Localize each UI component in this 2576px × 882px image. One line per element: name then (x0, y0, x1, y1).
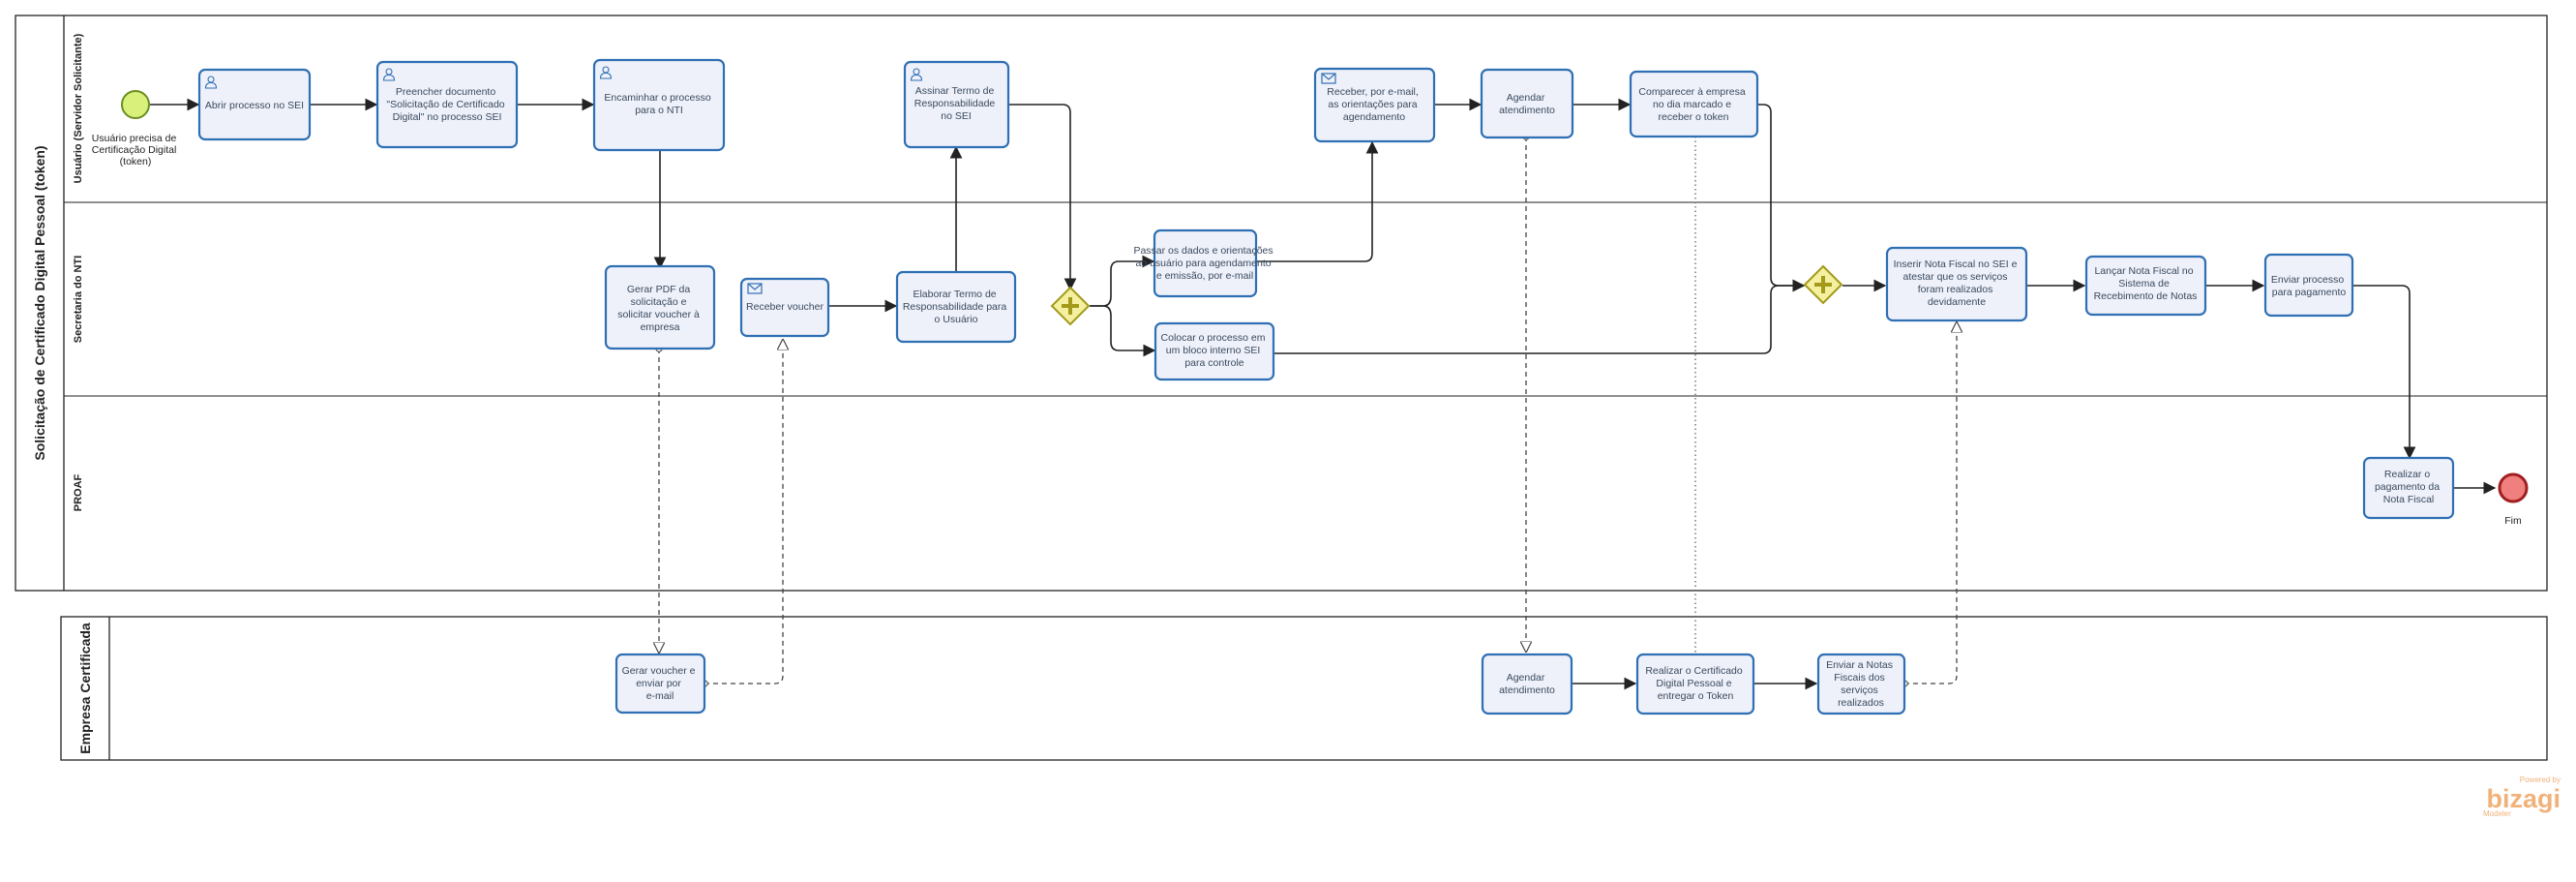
svg-text:Abrir processo no SEI: Abrir processo no SEI (205, 100, 304, 111)
svg-text:Gerar PDF da solicitação: Gerar PDF da solicitação e solicitar vou… (617, 284, 703, 333)
svg-text:Realizar o Certificado D: Realizar o Certificado Digital Pessoal e… (1645, 665, 1745, 702)
start-event-label: Usuário precisa de Certificação Digital … (92, 133, 179, 167)
bizagi-logo: Powered by bizagi Modeler (2483, 776, 2561, 818)
svg-text:Comparecer à empresa no: Comparecer à empresa no dia marcado e re… (1638, 86, 1748, 123)
lane-proaf-label: PROAF (73, 473, 84, 511)
task-passar-dados: Passar os dados e orientações ao usuário… (1133, 228, 1275, 298)
svg-text:bizagi: bizagi (2486, 784, 2561, 813)
task-gerar-voucher: Gerar voucher e enviar por e-mail (614, 653, 706, 715)
user-icon (382, 68, 396, 81)
task-realizar-pagamento: Realizar o pagamento da Nota Fiscal (2362, 456, 2455, 520)
svg-text:Enviar processo para pag: Enviar processo para pagamento (2271, 274, 2347, 298)
task-elaborar-termo: Elaborar Termo de Responsabilidade para … (895, 270, 1017, 344)
svg-text:Receber, por e-mail, as: Receber, por e-mail, as orientações para… (1327, 86, 1421, 123)
lane-secretaria-label: Secretaria do NTI (73, 256, 84, 343)
svg-text:Realizar o pagamento da: Realizar o pagamento da Nota Fiscal (2375, 469, 2442, 505)
task-receber-voucher: Receber voucher (739, 277, 830, 338)
task-encaminhar-processo: Encaminhar o processo para o NTI (592, 58, 726, 152)
task-assinar-termo: Assinar Termo de Responsabilidade no SEI (903, 60, 1010, 149)
lane-usuario-label: Usuário (Servidor Solicitante) (73, 33, 84, 183)
svg-text:Encaminhar o processo pa: Encaminhar o processo para o NTI (604, 92, 713, 116)
user-icon (204, 76, 218, 89)
task-receber-email: Receber, por e-mail, as orientações para… (1313, 67, 1436, 143)
task-gerar-pdf: Gerar PDF da solicitação e solicitar vou… (604, 264, 716, 350)
svg-text:Lançar Nota Fiscal no Si: Lançar Nota Fiscal no Sistema de Recebim… (2094, 265, 2198, 302)
svg-text:Powered by: Powered by (2520, 776, 2561, 784)
svg-text:Enviar a Notas Fiscais d: Enviar a Notas Fiscais dos serviços real… (1826, 659, 1896, 709)
end-event: Fim (2498, 472, 2529, 527)
parallel-gateway-join (1803, 264, 1843, 305)
task-comparecer-empresa: Comparecer à empresa no dia marcado e re… (1629, 70, 1759, 138)
svg-text:Colocar o processo em um: Colocar o processo em um bloco interno S… (1161, 332, 1269, 369)
end-event-label: Fim (2504, 515, 2522, 527)
user-icon (910, 68, 923, 81)
envelope-icon (747, 283, 763, 294)
task-agendar-atendimento-empresa: Agendar atendimento (1481, 653, 1573, 715)
task-lancar-nota: Lançar Nota Fiscal no Sistema de Recebim… (2084, 255, 2207, 317)
svg-text:Agendar atendimento: Agendar atendimento (1499, 92, 1555, 116)
external-pool: Empresa Certificada (60, 616, 2548, 761)
message-flows (659, 137, 1957, 684)
envelope-icon (1321, 73, 1336, 84)
main-pool-title: Solicitação de Certificado Digital Pesso… (32, 145, 47, 460)
task-enviar-pagamento: Enviar processo para pagamento (2263, 253, 2354, 318)
svg-text:Agendar atendimento: Agendar atendimento (1499, 672, 1555, 696)
svg-text:Elaborar Termo de Respon: Elaborar Termo de Responsabilidade para … (903, 289, 1009, 325)
svg-text:Preencher documento "Sol: Preencher documento "Solicitação de Cert… (386, 86, 507, 123)
task-abrir-processo: Abrir processo no SEI (197, 68, 312, 141)
task-colocar-bloco: Colocar o processo em um bloco interno S… (1153, 321, 1275, 381)
external-pool-title: Empresa Certificada (77, 623, 93, 754)
parallel-gateway-split (1050, 286, 1091, 326)
sequence-flows (150, 98, 2497, 690)
task-agendar-atendimento-usuario: Agendar atendimento (1480, 68, 1574, 139)
start-event: Usuário precisa de Certificação Digital … (92, 90, 179, 167)
task-inserir-nota: Inserir Nota Fiscal no SEI e atestar que… (1885, 246, 2028, 322)
svg-text:Gerar voucher e enviar p: Gerar voucher e enviar por e-mail (622, 665, 699, 702)
svg-text:Inserir Nota Fiscal no SEI e: Inserir Nota Fiscal no SEI e atestar que… (1894, 259, 2021, 308)
user-icon (599, 66, 613, 79)
task-realizar-certificado: Realizar o Certificado Digital Pessoal e… (1635, 653, 1755, 715)
task-preencher-documento: Preencher documento "Solicitação de Cert… (375, 60, 519, 149)
svg-text:Modeler: Modeler (2483, 809, 2511, 818)
svg-text:Receber voucher: Receber voucher (746, 301, 824, 313)
svg-text:Passar os dados e orientações: Passar os dados e orientações ao usuário… (1133, 245, 1275, 282)
svg-text:Assinar Termo de Respons: Assinar Termo de Responsabilidade no SEI (914, 85, 998, 122)
task-enviar-notas: Enviar a Notas Fiscais dos serviços real… (1816, 653, 1906, 715)
